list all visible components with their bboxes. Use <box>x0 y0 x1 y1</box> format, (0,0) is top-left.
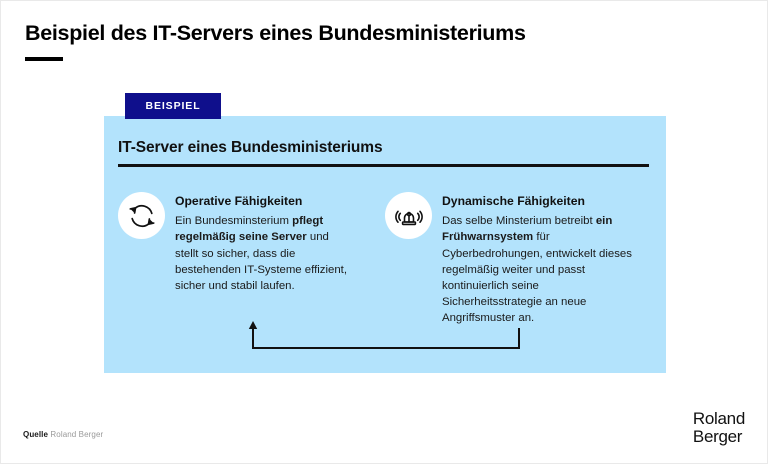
capability-description: Das selbe Minsterium betreibt ein Frühwa… <box>442 215 632 325</box>
title-underline-rule <box>25 57 63 61</box>
capability-body: Operative Fähigkeiten Ein Bundesminsteri… <box>175 192 350 294</box>
capability-title: Operative Fähigkeiten <box>175 194 303 208</box>
source-label: Quelle <box>23 430 49 439</box>
capability-block-dynamische: Dynamische Fähigkeiten Das selbe Minster… <box>385 192 633 327</box>
page-title: Beispiel des IT-Servers eines Bundesmini… <box>25 21 526 45</box>
capability-block-operative: Operative Fähigkeiten Ein Bundesminsteri… <box>118 192 350 294</box>
sync-arrows-icon <box>118 192 165 239</box>
content-panel <box>104 116 666 373</box>
source-value: Roland Berger <box>50 430 104 439</box>
panel-heading: IT-Server eines Bundesministeriums <box>118 139 383 156</box>
brand-logo-line2: Berger <box>692 427 743 447</box>
status-badge: BEISPIEL <box>125 93 221 119</box>
capability-title: Dynamische Fähigkeiten <box>442 194 585 208</box>
brand-logo-line1: Roland <box>692 409 745 428</box>
feedback-loop-arrow <box>246 319 531 361</box>
panel-heading-rule <box>118 164 649 167</box>
source-note: Quelle Roland Berger <box>23 430 103 439</box>
capability-description: Ein Bundesminsterium pflegt regelmäßig s… <box>175 215 348 292</box>
capability-body: Dynamische Fähigkeiten Das selbe Minster… <box>442 192 633 327</box>
status-badge-label: BEISPIEL <box>145 100 201 112</box>
alarm-siren-icon <box>385 192 432 239</box>
brand-logo: Roland Berger <box>692 409 745 447</box>
